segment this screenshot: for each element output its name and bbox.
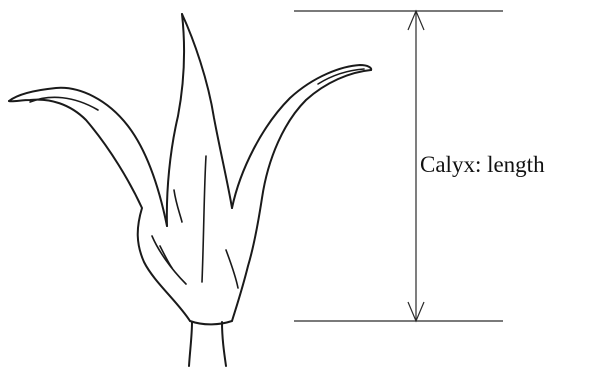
pedicel-right xyxy=(222,322,226,366)
vein-2 xyxy=(202,156,206,282)
length-measurement: Calyx: length xyxy=(294,11,545,321)
left-lobe-inner xyxy=(30,97,98,110)
right-lobe-inner xyxy=(318,69,364,84)
central-lobe-right-edge xyxy=(182,14,232,208)
vein-3 xyxy=(174,190,182,222)
vein-1 xyxy=(152,236,186,284)
calyx-length-label: Calyx: length xyxy=(420,152,545,177)
pedicel-left xyxy=(189,322,192,366)
vein-5 xyxy=(160,246,172,268)
left-lobe-tip xyxy=(9,88,167,226)
vein-4 xyxy=(226,250,238,288)
right-lobe-left-edge xyxy=(232,65,371,208)
calyx-base xyxy=(190,321,232,324)
calyx-illustration xyxy=(9,14,371,366)
right-lobe-right-edge xyxy=(232,70,371,321)
